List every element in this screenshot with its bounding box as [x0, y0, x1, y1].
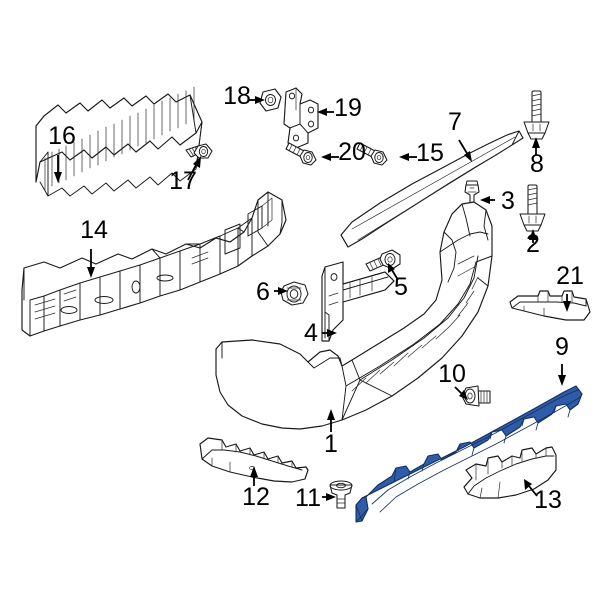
part-side-retainer-bracket[interactable]: [509, 290, 591, 321]
callout-label-21[interactable]: 21: [556, 262, 584, 290]
part-bolt-hex-flange[interactable]: [365, 249, 401, 272]
part-upper-trim-molding[interactable]: [340, 130, 524, 248]
callout-label-4[interactable]: 4: [304, 319, 318, 347]
callout-label-13[interactable]: 13: [534, 486, 562, 514]
callout-label-9[interactable]: 9: [555, 333, 569, 361]
part-bumper-reinforcement-bar[interactable]: [21, 191, 287, 337]
part-lower-valance-deflector[interactable]: [355, 385, 583, 523]
callout-label-5[interactable]: 5: [394, 273, 408, 301]
callout-label-16[interactable]: 16: [48, 122, 76, 150]
part-step-pad-trim[interactable]: [199, 437, 309, 483]
part-rivet-push-clip[interactable]: [329, 480, 353, 509]
part-energy-absorber-foam[interactable]: [35, 86, 203, 197]
part-lower-side-deflector[interactable]: [463, 446, 557, 499]
callout-label-6[interactable]: 6: [256, 278, 270, 306]
part-bolt-flange-upper[interactable]: [523, 90, 550, 140]
part-side-bracket[interactable]: [321, 261, 395, 342]
callout-label-15[interactable]: 15: [416, 139, 444, 167]
leader-lines-group: [54, 96, 571, 501]
callout-label-17[interactable]: 17: [169, 167, 197, 195]
part-bolt-short-flange[interactable]: [185, 143, 213, 159]
callout-label-3[interactable]: 3: [501, 187, 515, 215]
callout-label-7[interactable]: 7: [448, 108, 462, 136]
part-bolt-long-flange-a[interactable]: [285, 142, 317, 166]
callout-label-14[interactable]: 14: [80, 216, 108, 244]
part-mounting-bracket-plate[interactable]: [283, 87, 319, 149]
callout-label-1[interactable]: 1: [324, 430, 338, 458]
callout-label-20[interactable]: 20: [338, 138, 366, 166]
callout-label-12[interactable]: 12: [242, 483, 270, 511]
part-rear-bumper-cover[interactable]: [215, 201, 493, 430]
callout-label-2[interactable]: 2: [526, 230, 540, 258]
part-bolt-long-flange-b[interactable]: [356, 142, 388, 166]
part-bolt-flange-lower[interactable]: [519, 184, 546, 232]
callout-labels-group: 16 14 17 18 19 20 15 7 8 3 2 21 6 5 4 1 …: [48, 82, 584, 514]
callout-label-18[interactable]: 18: [223, 82, 251, 110]
part-nut-retainer[interactable]: [280, 281, 309, 306]
callout-label-19[interactable]: 19: [334, 94, 362, 122]
callout-label-11[interactable]: 11: [295, 484, 321, 512]
callout-label-8[interactable]: 8: [530, 150, 544, 178]
part-spacer-washer-block[interactable]: [259, 88, 282, 112]
callout-label-10[interactable]: 10: [438, 360, 466, 388]
